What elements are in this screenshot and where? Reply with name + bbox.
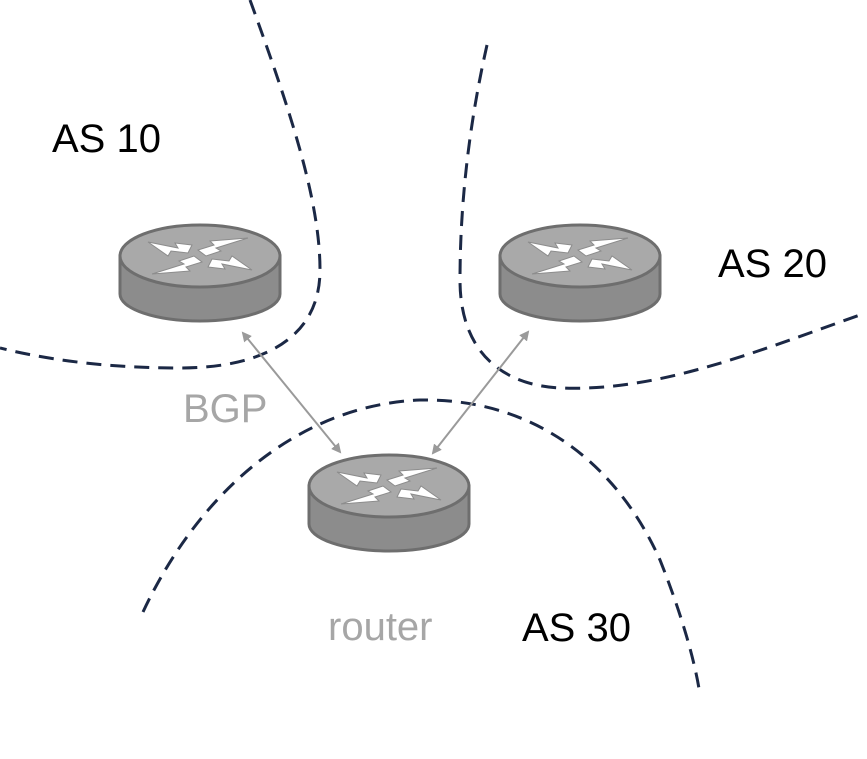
router-as20-icon [498,223,662,323]
bgp-link-as20 [431,330,530,455]
bgp-label: BGP [183,387,267,431]
bgp-link-as10 [241,331,342,454]
router-label: router [328,605,433,649]
as20-boundary [458,44,861,390]
router-as10-icon [118,223,282,323]
as10-label: AS 10 [52,117,161,161]
as20-label: AS 20 [718,242,827,286]
router-as30-icon [307,453,471,553]
as30-label: AS 30 [522,606,631,650]
